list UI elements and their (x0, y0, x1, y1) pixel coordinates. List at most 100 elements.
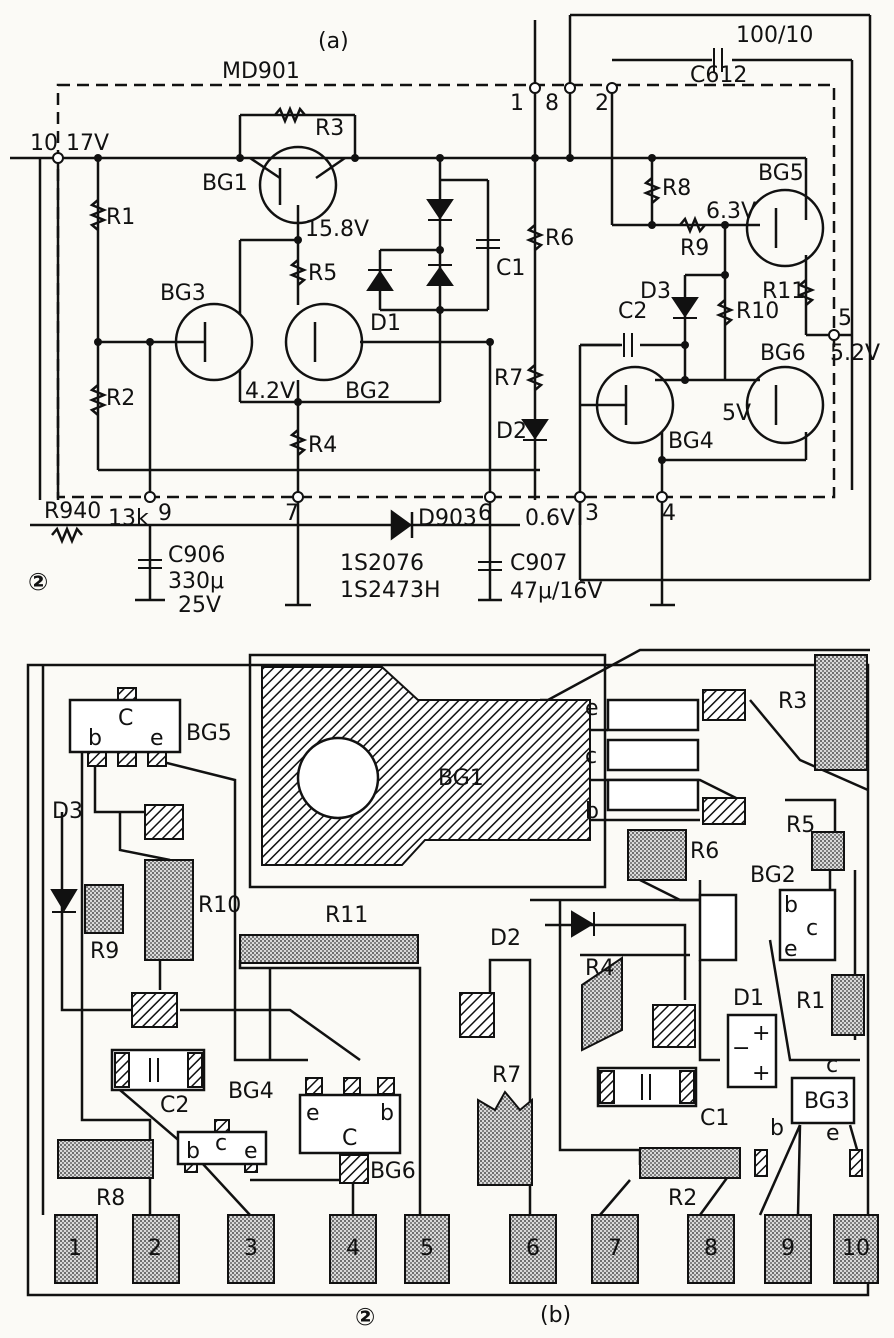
bg6-body (298, 1093, 402, 1155)
label-bg6: BG6 (760, 341, 806, 366)
label-d903-value-2: 1S2473H (340, 578, 441, 603)
voltage-5-2v: 5.2V (830, 341, 880, 366)
pcb-text: BG1 BG5 C b e e c b R3 R5 R6 BG2 b c e R… (52, 689, 870, 1331)
edge-pad-9-label: 9 (781, 1236, 795, 1261)
schematic-a-text: (a) MD901 ② 10 1 8 2 5 9 7 6 3 4 17V 15.… (28, 23, 880, 618)
pcb-label-r6: R6 (690, 839, 719, 864)
pcb-bg1-c: c (585, 744, 597, 769)
pcb-bg6-e: e (306, 1101, 320, 1126)
pin-4-label: 4 (662, 501, 676, 526)
bg4-body (176, 1130, 268, 1166)
pcb-bg3-b: b (770, 1116, 784, 1141)
circle-tag-a: ② (28, 568, 48, 596)
pcb-label-bg3: BG3 (804, 1089, 850, 1114)
pin-7-label: 7 (285, 501, 299, 526)
voltage-0-6v: 0.6V (525, 506, 575, 531)
pcb-label-bg4: BG4 (228, 1079, 274, 1104)
pcb-bg5-e: e (150, 726, 164, 751)
label-c906-value-2: 25V (178, 593, 221, 618)
pcb-label-r5: R5 (786, 813, 815, 838)
label-c906: C906 (168, 543, 225, 568)
label-d2: D2 (496, 419, 527, 444)
label-c2: C2 (618, 299, 647, 324)
label-r2: R2 (106, 386, 135, 411)
voltage-5v: 5V (722, 401, 751, 426)
edge-pad-7-label: 7 (608, 1236, 622, 1261)
edge-pad-6-label: 6 (526, 1236, 540, 1261)
edge-pad-2-label: 2 (148, 1236, 162, 1261)
label-r940-value: 13k (108, 506, 149, 531)
label-r3: R3 (315, 116, 344, 141)
pcb-marks (50, 889, 695, 1104)
pcb-components (68, 698, 856, 1166)
label-d1: D1 (370, 311, 401, 336)
label-r6: R6 (545, 226, 574, 251)
semiconductor-marks-a (138, 48, 723, 571)
bg2-body (778, 888, 837, 962)
label-r4: R4 (308, 433, 337, 458)
pcb-label-r2: R2 (668, 1186, 697, 1211)
edge-pad-8-label: 8 (704, 1236, 718, 1261)
pcb-label-c1: C1 (700, 1106, 729, 1131)
pcb-label-bg6: BG6 (370, 1159, 416, 1184)
label-c906-value-1: 330μ (168, 569, 224, 594)
resistor-marks-a (51, 105, 816, 545)
voltage-4-2v: 4.2V (245, 379, 295, 404)
edge-pad-3-label: 3 (244, 1236, 258, 1261)
label-r8: R8 (662, 176, 691, 201)
bg3-body (790, 1076, 856, 1125)
mounting-hole (296, 736, 380, 820)
pin-10-label: 10 (30, 131, 58, 156)
d1-body (726, 1013, 778, 1089)
label-r10: R10 (736, 299, 779, 324)
pcb-bg2-b: b (784, 893, 798, 918)
pcb-bg4-e: e (244, 1139, 258, 1164)
pcb-bg4-c: c (215, 1131, 227, 1156)
label-r5: R5 (308, 261, 337, 286)
pcb-label-d3: D3 (52, 799, 83, 824)
pcb-d1-plus-2: + (752, 1061, 770, 1086)
pin-2-label: 2 (595, 91, 609, 116)
edge-pad-5-label: 5 (420, 1236, 434, 1261)
label-c612-value: 100/10 (736, 23, 813, 48)
pcb-bg3-c: c (826, 1053, 838, 1078)
pcb-label-bg5: BG5 (186, 721, 232, 746)
pcb-label-bg1: BG1 (438, 766, 484, 791)
pcb-bg1-e: e (585, 696, 599, 721)
label-d903: D903 (418, 506, 477, 531)
junctions-a (94, 154, 729, 464)
label-r9: R9 (680, 236, 709, 261)
label-c907-value: 47μ/16V (510, 579, 602, 604)
label-c907: C907 (510, 551, 567, 576)
pcb-bg4-b: b (186, 1139, 200, 1164)
pcb-d1-minus: − (732, 1036, 750, 1061)
pcb-label-r3: R3 (778, 689, 807, 714)
pcb-label-r1: R1 (796, 989, 825, 1014)
pin-3-label: 3 (585, 501, 599, 526)
pcb-bg5-b: b (88, 726, 102, 751)
edge-pad-10-label: 10 (842, 1236, 870, 1261)
label-c1: C1 (496, 256, 525, 281)
pcb-label-r9: R9 (90, 939, 119, 964)
pin-terminals-a (52, 82, 840, 503)
label-d3: D3 (640, 279, 671, 304)
pcb-label-r4: R4 (585, 956, 614, 981)
label-bg4: BG4 (668, 429, 714, 454)
pcb-label-c2: C2 (160, 1093, 189, 1118)
pcb-resistors (57, 654, 868, 1186)
pin-6-label: 6 (478, 501, 492, 526)
schematic-a (10, 13, 872, 607)
label-r7: R7 (494, 366, 523, 391)
label-bg2: BG2 (345, 379, 391, 404)
voltage-17v: 17V (66, 131, 109, 156)
pcb-label-r10: R10 (198, 893, 241, 918)
pin-5-label: 5 (838, 306, 852, 331)
label-c612: C612 (690, 63, 747, 88)
pcb-label-bg2: BG2 (750, 863, 796, 888)
label-r940: R940 (44, 499, 101, 524)
pcb-bg6-c: C (342, 1126, 357, 1151)
pcb-label-d2: D2 (490, 926, 521, 951)
module-label: MD901 (222, 59, 300, 84)
pcb-bg3-e: e (826, 1121, 840, 1146)
edge-pad-1-label: 1 (68, 1236, 82, 1261)
